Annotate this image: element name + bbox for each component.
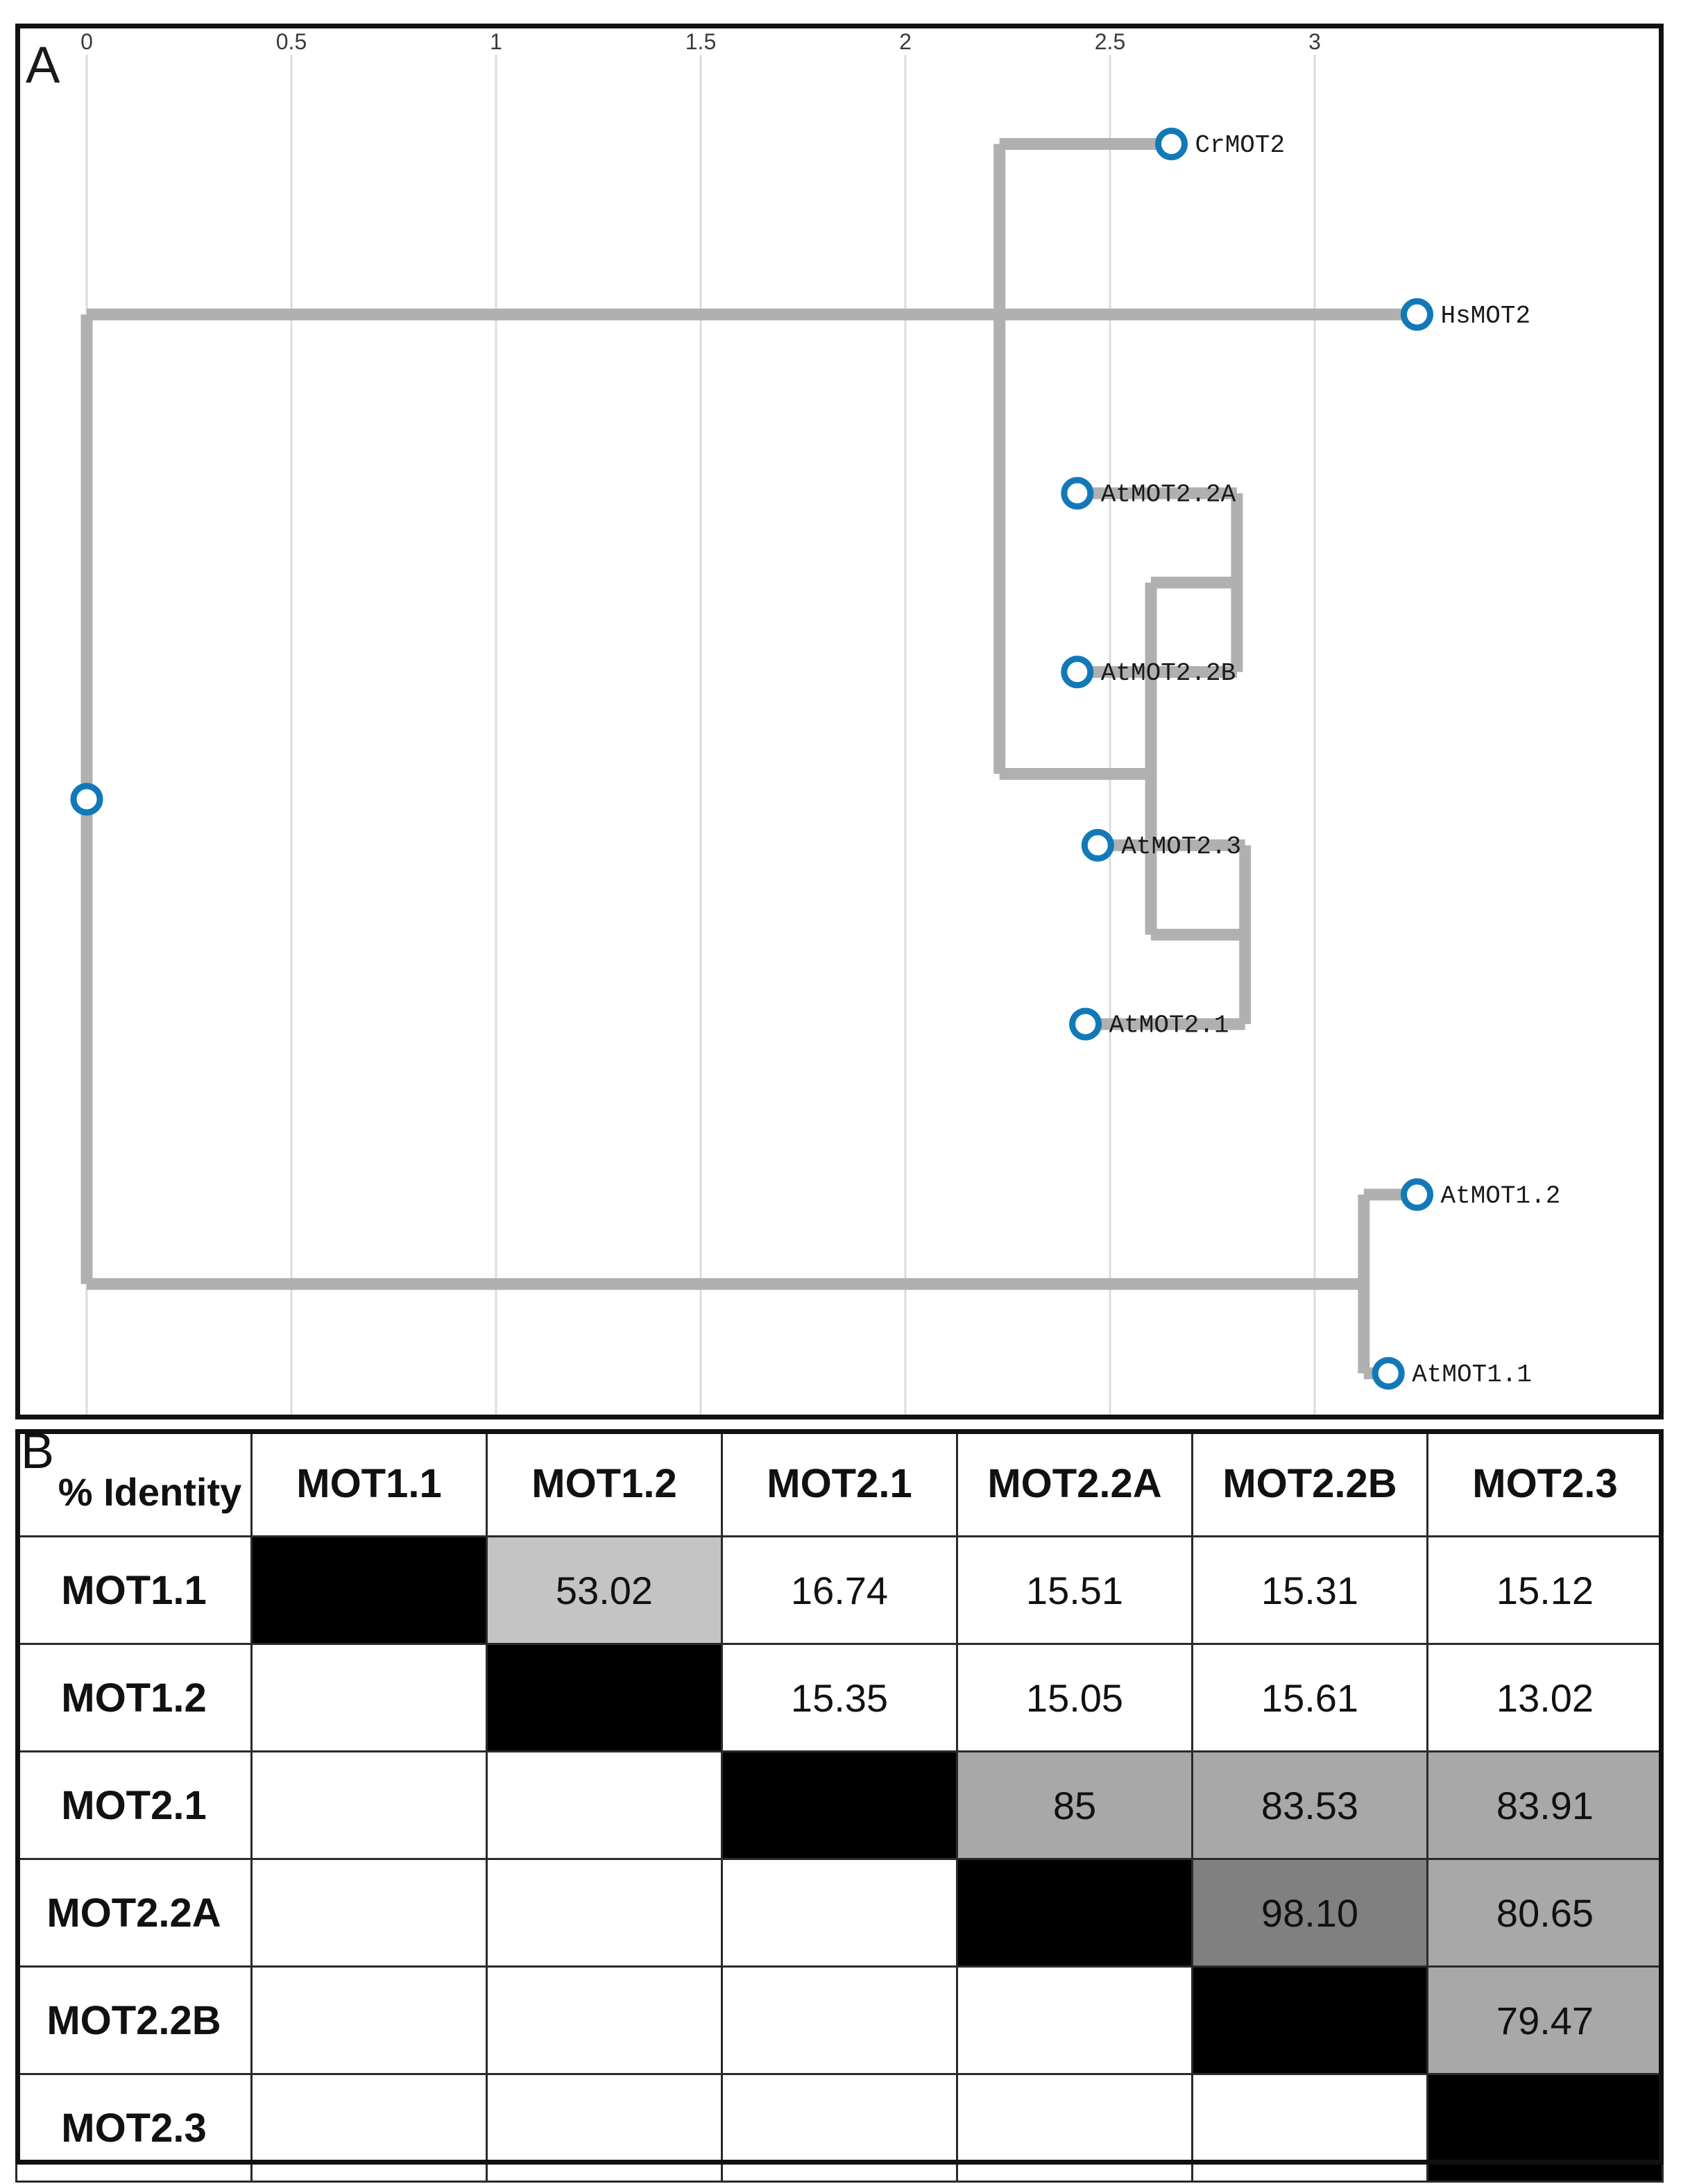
- table-title-cell: % Identity: [15, 1429, 253, 1537]
- leaf-label-atmot2-2b: AtMOT2.2B: [1101, 659, 1236, 688]
- column-header-mot2-1: MOT2.1: [721, 1429, 958, 1537]
- cell-mot1-1-mot2-2a: 15.51: [956, 1535, 1193, 1645]
- cell-mot2-1-mot2-2a: 85: [956, 1750, 1193, 1860]
- cell-mot1-2-mot2-3: 13.02: [1426, 1643, 1664, 1752]
- cell-mot2-2b-mot2-2b: [1191, 1965, 1428, 2075]
- column-header-mot2-2a: MOT2.2A: [956, 1429, 1193, 1537]
- header-row: % Identity MOT1.1 MOT1.2 MOT2.1 MOT2.2A …: [15, 1429, 1664, 1537]
- axis-tick-label: 2: [899, 29, 912, 54]
- cell-mot1-2-mot1-2: [486, 1643, 723, 1752]
- tree-axis-ticks: 0 0.5 1 1.5 2 2.5 3: [80, 29, 1321, 54]
- leaf-label-atmot2-3: AtMOT2.3: [1121, 833, 1241, 861]
- leaf-label-atmot1-2: AtMOT1.2: [1441, 1181, 1561, 1210]
- cell-mot1-1-mot1-2: 53.02: [486, 1535, 723, 1645]
- table-row: MOT2.3: [15, 2073, 1664, 2183]
- axis-tick-label: 3: [1308, 29, 1321, 54]
- cell-mot2-3-mot1-2: [486, 2073, 723, 2183]
- cell-mot2-2b-mot1-1: [250, 1965, 488, 2075]
- row-header-mot2-3: MOT2.3: [15, 2073, 253, 2183]
- axis-tick-label: 2.5: [1095, 29, 1125, 54]
- cell-mot1-2-mot2-1: 15.35: [721, 1643, 958, 1752]
- row-header-mot1-2: MOT1.2: [15, 1643, 253, 1752]
- tree-node-crmot2[interactable]: [1155, 128, 1188, 160]
- tree-node-atmot2-2a[interactable]: [1061, 477, 1094, 510]
- cell-mot2-3-mot2-2a: [956, 2073, 1193, 2183]
- cell-mot2-2a-mot2-3: 80.65: [1426, 1858, 1664, 1968]
- cell-mot2-2b-mot2-3: 79.47: [1426, 1965, 1664, 2075]
- panel-b-label: B: [21, 1424, 54, 1479]
- leaf-label-hsmot2: HsMOT2: [1441, 302, 1531, 330]
- row-header-mot2-2b: MOT2.2B: [15, 1965, 253, 2075]
- leaf-label-atmot2-2a: AtMOT2.2A: [1101, 480, 1236, 509]
- column-header-mot1-2: MOT1.2: [486, 1429, 723, 1537]
- cell-mot2-3-mot2-1: [721, 2073, 958, 2183]
- cell-mot1-1-mot2-3: 15.12: [1426, 1535, 1664, 1645]
- cell-mot1-1-mot2-2b: 15.31: [1191, 1535, 1428, 1645]
- tree-node-atmot2-1[interactable]: [1069, 1007, 1102, 1041]
- cell-mot2-2b-mot2-1: [721, 1965, 958, 2075]
- cell-mot1-2-mot1-1: [250, 1643, 488, 1752]
- tree-node-atmot1-1[interactable]: [1372, 1357, 1405, 1390]
- cell-mot2-2b-mot2-2a: [956, 1965, 1193, 2075]
- column-header-mot1-1: MOT1.1: [250, 1429, 488, 1537]
- row-header-mot2-1: MOT2.1: [15, 1750, 253, 1860]
- cell-mot1-1-mot1-1: [250, 1535, 488, 1645]
- tree-node-atmot2-2b[interactable]: [1061, 656, 1094, 689]
- cell-mot2-1-mot1-1: [250, 1750, 488, 1860]
- cell-mot2-2a-mot1-2: [486, 1858, 723, 1968]
- axis-tick-label: 1.5: [685, 29, 716, 54]
- leaf-label-atmot2-1: AtMOT2.1: [1109, 1012, 1229, 1040]
- tree-node-root[interactable]: [70, 783, 103, 816]
- row-header-mot2-2a: MOT2.2A: [15, 1858, 253, 1968]
- identity-matrix-table: % Identity MOT1.1 MOT1.2 MOT2.1 MOT2.2A …: [15, 1429, 1664, 2183]
- axis-tick-label: 1: [490, 29, 502, 54]
- cell-mot2-1-mot2-1: [721, 1750, 958, 1860]
- table-row: MOT2.2B 79.47: [15, 1965, 1664, 2075]
- cell-mot2-2a-mot1-1: [250, 1858, 488, 1968]
- tree-branches: [80, 138, 1417, 1380]
- tree-node-atmot1-2[interactable]: [1401, 1178, 1433, 1211]
- tree-nodes: [70, 128, 1433, 1390]
- axis-tick-label: 0.5: [276, 29, 307, 54]
- cell-mot2-3-mot2-3: [1426, 2073, 1664, 2183]
- cell-mot2-1-mot1-2: [486, 1750, 723, 1860]
- cell-mot2-1-mot2-2b: 83.53: [1191, 1750, 1428, 1860]
- cell-mot2-2b-mot1-2: [486, 1965, 723, 2075]
- tree-node-atmot2-3[interactable]: [1081, 828, 1114, 862]
- cell-mot2-2a-mot2-2a: [956, 1858, 1193, 1968]
- table-header: % Identity MOT1.1 MOT1.2 MOT2.1 MOT2.2A …: [15, 1429, 1664, 1537]
- row-header-mot1-1: MOT1.1: [15, 1535, 253, 1645]
- column-header-mot2-3: MOT2.3: [1426, 1429, 1664, 1537]
- panel-a-label: A: [26, 36, 60, 94]
- column-header-mot2-2b: MOT2.2B: [1191, 1429, 1428, 1537]
- panel-b-identity-table: B % Identity MOT1.1 MOT1.2 MOT2.1 MOT2.2…: [15, 1424, 1664, 2183]
- cell-mot1-2-mot2-2b: 15.61: [1191, 1643, 1428, 1752]
- leaf-label-atmot1-1: AtMOT1.1: [1412, 1360, 1532, 1389]
- cell-mot2-2a-mot2-2b: 98.10: [1191, 1858, 1428, 1968]
- percent-identity-title: % Identity: [58, 1469, 242, 1514]
- tree-gridlines: [85, 55, 1316, 1415]
- cell-mot1-2-mot2-2a: 15.05: [956, 1643, 1193, 1752]
- cell-mot1-1-mot2-1: 16.74: [721, 1535, 958, 1645]
- tree-node-hsmot2[interactable]: [1401, 298, 1433, 331]
- cell-mot2-3-mot2-2b: [1191, 2073, 1428, 2183]
- cell-mot2-1-mot2-3: 83.91: [1426, 1750, 1664, 1860]
- leaf-label-crmot2: CrMOT2: [1195, 131, 1286, 160]
- cell-mot2-2a-mot2-1: [721, 1858, 958, 1968]
- cell-mot2-3-mot1-1: [250, 2073, 488, 2183]
- axis-tick-label: 0: [80, 29, 93, 54]
